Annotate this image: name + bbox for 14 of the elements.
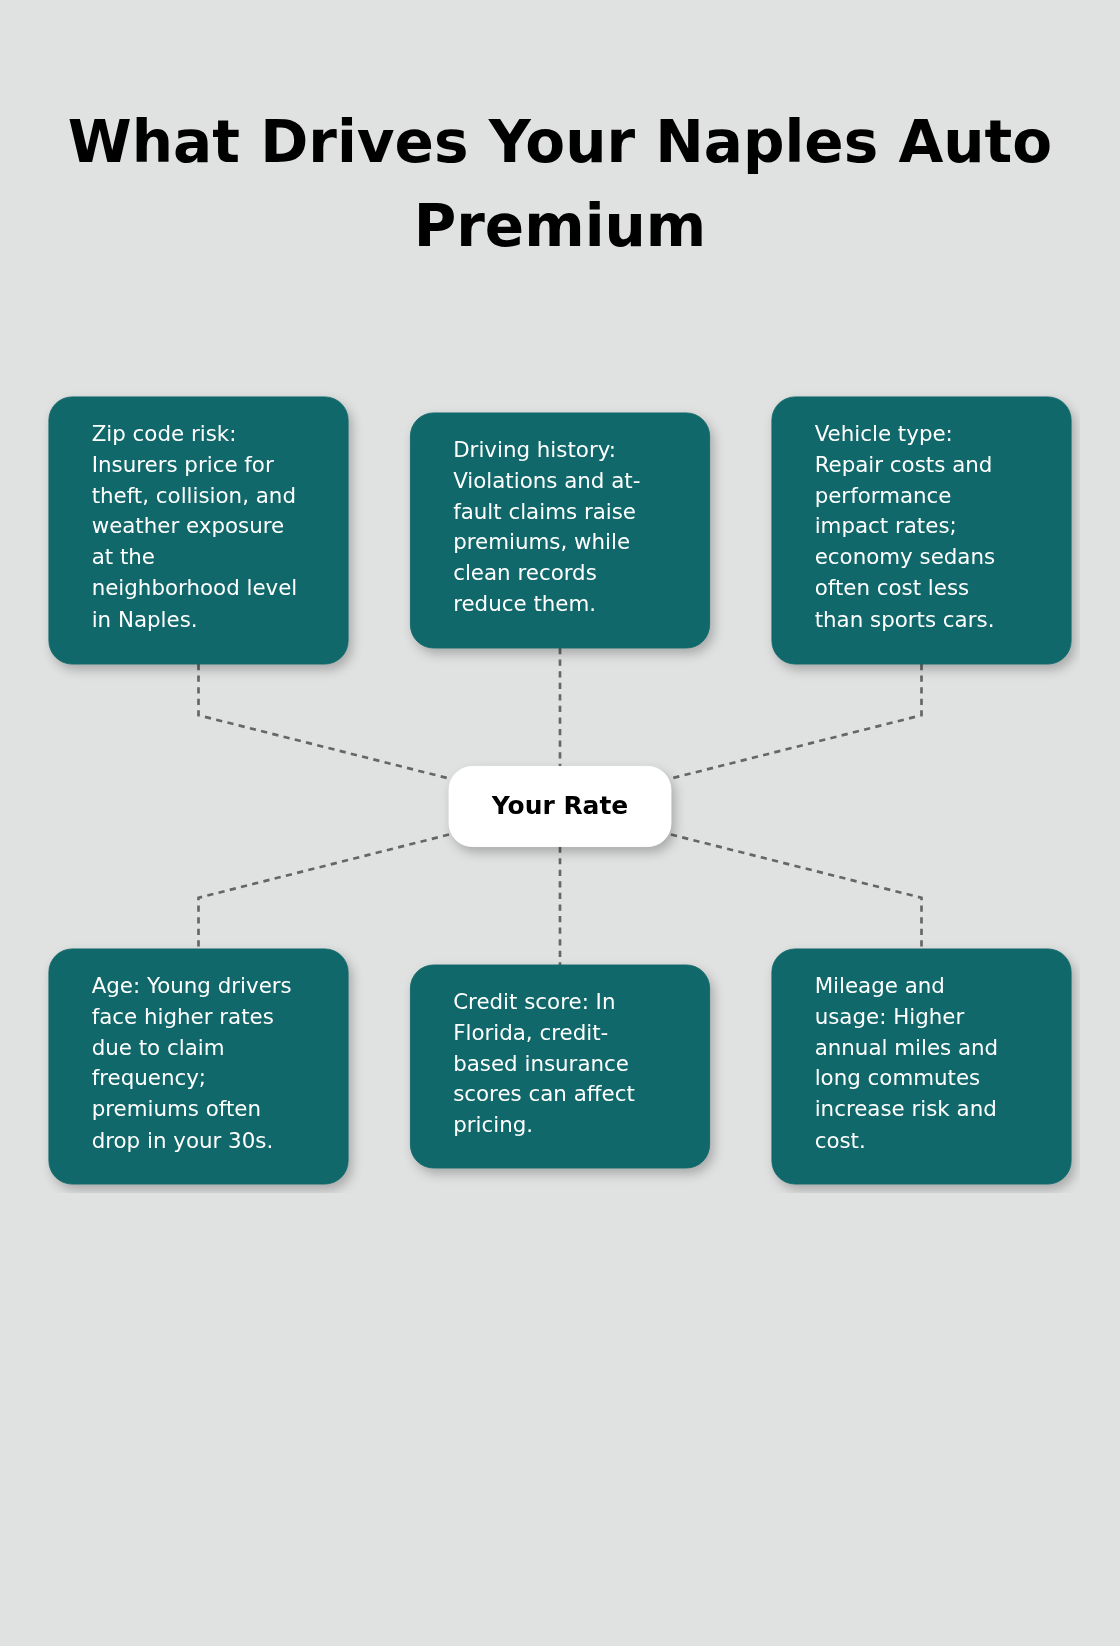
connector — [197, 664, 450, 780]
node-box: Mileage and usage: Higher annual miles and long commutes increase risk and cost. — [771, 948, 1072, 1185]
connector — [558, 648, 562, 767]
connector — [558, 846, 562, 965]
title: What Drives Your Naples Auto Premium — [66, 107, 1054, 262]
node-box: Vehicle type: Repair costs and performance impact rates; economy sedans often cost less than sports cars. — [771, 396, 1072, 665]
node-box: Zip code risk: Insurers price for theft, collision, and weather exposure at the neighborhood level in Naples. — [48, 396, 349, 665]
connector — [670, 833, 923, 949]
node-box: Credit score: In Florida, credit-based insurance scores can affect pricing. — [409, 964, 711, 1169]
connector — [670, 664, 923, 780]
node-box: Age: Young drivers face higher rates due to claim frequency; premiums often drop in your 30s. — [48, 948, 349, 1185]
node-box: Your Rate — [448, 765, 672, 847]
node-box: Driving history: Violations and at-fault claims raise premiums, while clean records reduce them. — [409, 412, 711, 649]
connector — [197, 833, 450, 949]
